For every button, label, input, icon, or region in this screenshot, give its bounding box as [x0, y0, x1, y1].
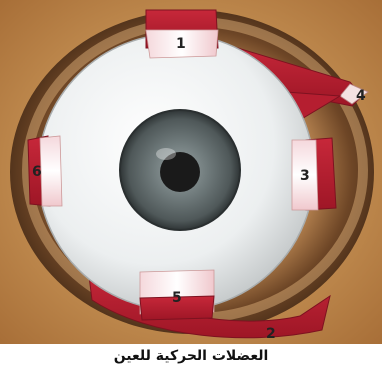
label-4: 4 [356, 88, 366, 104]
label-5: 5 [172, 290, 182, 306]
medial-rectus-tendon [40, 136, 62, 206]
eye-muscles-illustration: 1 2 3 4 5 6 [0, 0, 382, 344]
figure-caption: العضلات الحركية للعين [0, 346, 382, 367]
label-3: 3 [300, 168, 310, 184]
label-2: 2 [266, 326, 276, 342]
label-1: 1 [176, 36, 186, 52]
label-6: 6 [32, 164, 42, 180]
